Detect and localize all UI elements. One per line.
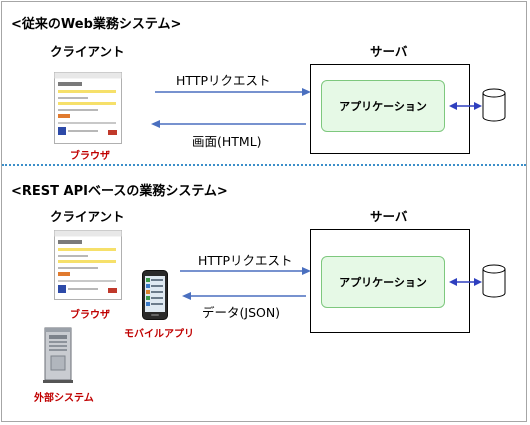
section1-server-heading: サーバ [370,44,408,59]
database-icon [482,88,506,122]
section1-title: <従来のWeb業務システム> [11,17,182,32]
section1-request-label: HTTPリクエスト [176,73,271,88]
section1-app-box: アプリケーション [321,80,445,132]
section-divider [2,164,526,166]
server-tower-icon [43,327,73,383]
browser-window-icon [54,230,122,300]
database-icon [482,264,506,298]
section2-mobile-caption: モバイルアプリ [124,329,194,340]
section2-request-label: HTTPリクエスト [198,253,293,268]
section2-app-box: アプリケーション [321,256,445,308]
section2-title: <REST APIベースの業務システム> [11,184,228,199]
section1-client-heading: クライアント [50,44,125,59]
section2-client-heading: クライアント [50,209,125,224]
section1-response-label: 画面(HTML) [192,134,262,149]
browser-window-icon [54,72,122,144]
section1-browser-caption: ブラウザ [70,151,110,162]
section2-response-label: データ(JSON) [202,305,281,320]
section2-server-heading: サーバ [370,209,408,224]
smartphone-icon [142,270,168,320]
section2-browser-caption: ブラウザ [70,310,110,321]
section2-external-caption: 外部システム [34,393,94,404]
